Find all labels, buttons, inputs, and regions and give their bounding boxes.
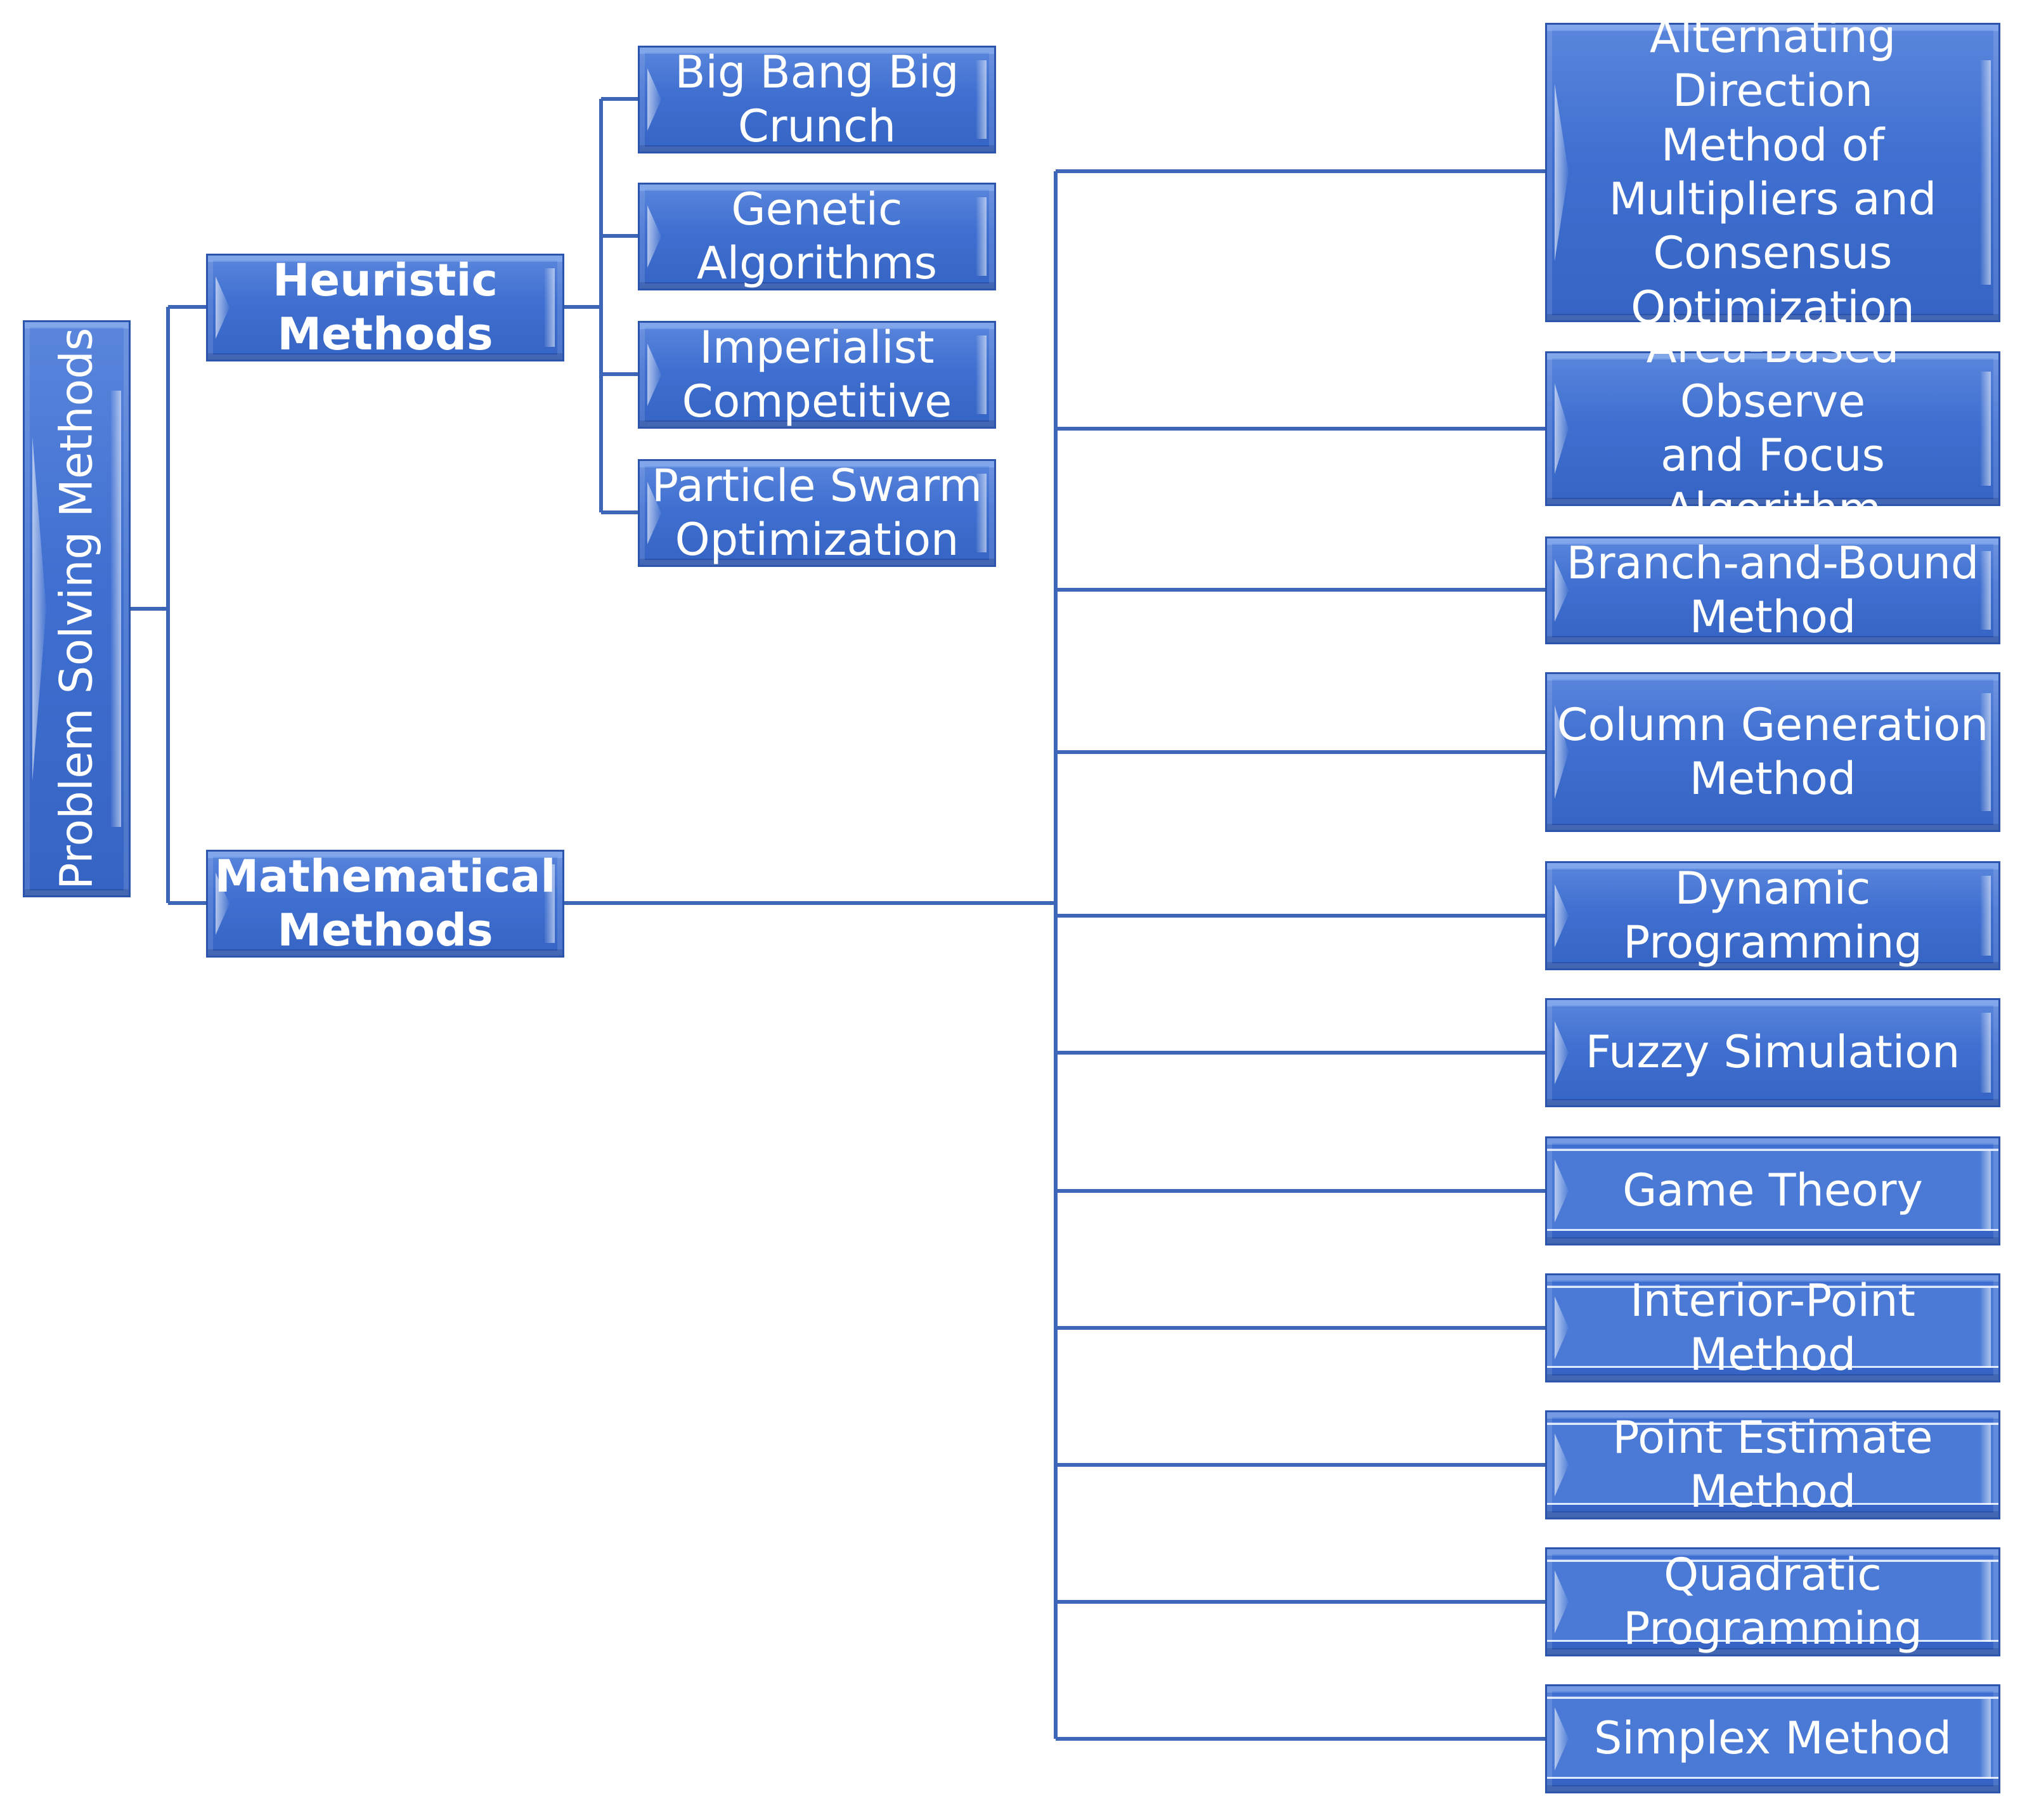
heuristic-child-imperialist: Imperialist Competitive xyxy=(638,321,996,429)
node-label: Quadratic Programming xyxy=(1623,1548,1922,1654)
math-child-interior-point: Interior-Point Method xyxy=(1545,1273,2000,1382)
math-child-simplex: Simplex Method xyxy=(1545,1684,2000,1793)
node-label: Point Estimate Method xyxy=(1612,1411,1933,1518)
heuristic-label: Heuristic Methods xyxy=(272,254,498,360)
heuristic-child-genetic: Genetic Algorithms xyxy=(638,183,996,290)
node-label: Branch-and-Bound Method xyxy=(1566,536,1979,643)
heuristic-child-big-bang: Big Bang Big Crunch xyxy=(638,46,996,153)
mathematical-methods-node: Mathematical Methods xyxy=(206,850,564,958)
node-label: Imperialist Competitive xyxy=(682,321,952,427)
node-label: Game Theory xyxy=(1622,1164,1923,1217)
math-child-area-based: Area-Based Observe and Focus Algorithm xyxy=(1545,321,2000,535)
heuristic-methods-node: Heuristic Methods xyxy=(206,254,564,361)
root-node: Problem Solving Methods xyxy=(23,320,131,897)
math-child-column-generation: Column Generation Method xyxy=(1545,672,2000,832)
math-child-fuzzy-simulation: Fuzzy Simulation xyxy=(1545,998,2000,1107)
node-label: Dynamic Programming xyxy=(1623,862,1922,968)
connector-root xyxy=(131,305,206,905)
math-child-branch-and-bound: Branch-and-Bound Method xyxy=(1545,536,2000,644)
math-child-game-theory: Game Theory xyxy=(1545,1136,2000,1245)
mathematical-label: Mathematical Methods xyxy=(214,850,556,956)
node-label: Interior-Point Method xyxy=(1630,1274,1915,1381)
math-child-admm: Alternating Direction Method of Multipli… xyxy=(1545,11,2000,334)
math-child-dynamic-programming: Dynamic Programming xyxy=(1545,861,2000,970)
node-label: Fuzzy Simulation xyxy=(1585,1026,1960,1079)
root-label: Problem Solving Methods xyxy=(50,327,103,890)
node-label: Particle Swarm Optimization xyxy=(651,459,983,566)
node-label: Genetic Algorithms xyxy=(696,183,938,289)
node-label: Big Bang Big Crunch xyxy=(675,46,959,152)
node-label: Simplex Method xyxy=(1594,1712,1952,1765)
math-child-point-estimate: Point Estimate Method xyxy=(1545,1410,2000,1519)
connector-heuristic xyxy=(564,97,638,514)
connector-math-children xyxy=(1056,169,1545,1741)
connector-mathematical xyxy=(564,171,1058,1739)
node-label: Area-Based Observe and Focus Algorithm xyxy=(1646,321,1900,536)
node-label: Alternating Direction Method of Multipli… xyxy=(1609,10,1937,334)
math-child-quadratic-programming: Quadratic Programming xyxy=(1545,1547,2000,1656)
node-label: Column Generation Method xyxy=(1557,698,1989,805)
heuristic-child-particle-swarm: Particle Swarm Optimization xyxy=(638,459,996,567)
